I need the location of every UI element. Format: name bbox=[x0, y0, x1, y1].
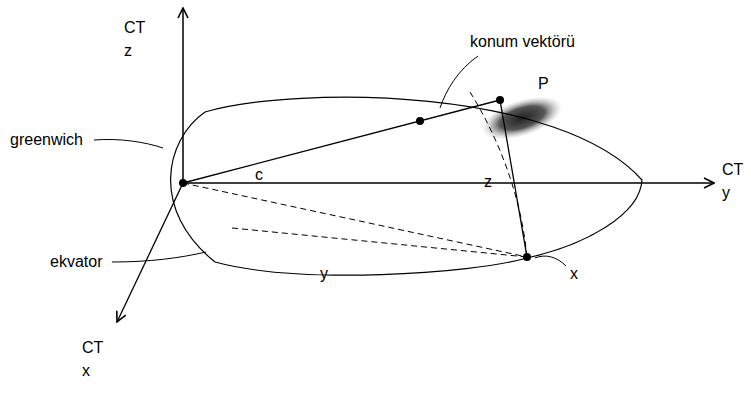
point-meridian bbox=[470, 92, 527, 258]
callout-label: ekvator bbox=[50, 250, 102, 273]
z-axis bbox=[182, 8, 184, 183]
callout-label: konum vektörü bbox=[470, 30, 575, 53]
surface-dot bbox=[416, 117, 424, 125]
z-component bbox=[500, 100, 527, 257]
callout-label: greenwich bbox=[10, 128, 83, 151]
center-label: c bbox=[255, 163, 263, 186]
ground-projection bbox=[183, 183, 527, 257]
leader-line bbox=[112, 252, 206, 262]
axis-label: CT y bbox=[722, 158, 743, 204]
sphere-outline bbox=[205, 97, 642, 258]
greenwich-meridian bbox=[171, 112, 215, 262]
component-label: x bbox=[570, 262, 578, 285]
y-component bbox=[232, 228, 527, 257]
axis-label: CT z bbox=[124, 16, 145, 62]
component-label: z bbox=[484, 170, 492, 193]
foot-dot bbox=[523, 253, 531, 261]
leader-line bbox=[94, 139, 163, 148]
component-label: y bbox=[320, 262, 328, 285]
origin-dot bbox=[179, 179, 187, 187]
leader-line bbox=[535, 256, 566, 266]
equator-curve bbox=[215, 258, 527, 275]
position-vector bbox=[183, 100, 500, 183]
x-axis bbox=[117, 183, 183, 322]
axis-label: CT x bbox=[82, 336, 103, 382]
point-dot bbox=[496, 96, 504, 104]
leader-line bbox=[440, 56, 478, 108]
point-label: P bbox=[538, 72, 549, 95]
